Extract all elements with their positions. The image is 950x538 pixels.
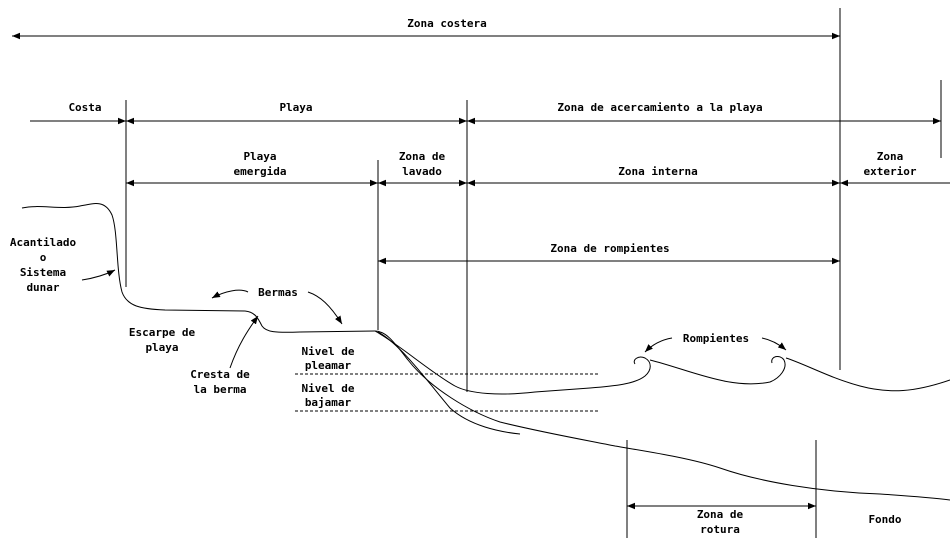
boundary-lines — [125, 8, 942, 538]
pointer-arrows — [81, 269, 787, 369]
label-zona-rotura-1: Zona de — [697, 508, 744, 521]
label-pleamar-1: Nivel de — [302, 345, 355, 358]
label-zona-exterior-2: exterior — [864, 165, 917, 178]
label-costa: Costa — [68, 101, 101, 114]
labels: Zona costera Costa Playa Zona de acercam… — [10, 17, 917, 536]
pointer-bermas-left — [211, 289, 249, 299]
inner-bottom-profile — [377, 331, 521, 435]
swash-profile — [374, 330, 651, 395]
label-zona-interna: Zona interna — [618, 165, 697, 178]
label-zona-rotura-2: rotura — [700, 523, 740, 536]
label-acantilado-1: Acantilado — [10, 236, 77, 249]
label-cresta-1: Cresta de — [190, 368, 250, 381]
label-bermas: Bermas — [258, 286, 298, 299]
label-bajamar-1: Nivel de — [302, 382, 355, 395]
dimension-arrows — [12, 32, 950, 510]
beach-profile — [21, 203, 950, 501]
label-playa-emergida-1: Playa — [243, 150, 276, 163]
wave-profile — [649, 355, 950, 392]
label-acantilado-4: dunar — [26, 281, 59, 294]
label-playa-emergida-2: emergida — [234, 165, 287, 178]
label-fondo: Fondo — [868, 513, 901, 526]
label-bajamar-2: bajamar — [305, 396, 352, 409]
pointer-bermas-right — [307, 291, 343, 325]
pointer-rompientes-right — [761, 337, 787, 351]
label-escarpe-2: playa — [145, 341, 178, 354]
label-zona-lavado-1: Zona de — [399, 150, 446, 163]
label-acantilado-2: o — [40, 251, 47, 264]
label-pleamar-2: pleamar — [305, 359, 352, 372]
label-rompientes: Rompientes — [683, 332, 749, 345]
label-zona-costera: Zona costera — [407, 17, 486, 30]
pointer-acantilado — [81, 269, 116, 281]
label-zona-lavado-2: lavado — [402, 165, 442, 178]
label-zona-rompientes: Zona de rompientes — [550, 242, 669, 255]
label-acantilado-3: Sistema — [20, 266, 66, 279]
label-cresta-2: la berma — [194, 383, 247, 396]
label-playa: Playa — [279, 101, 312, 114]
label-zona-exterior-1: Zona — [877, 150, 904, 163]
pointer-rompientes-left — [644, 337, 673, 353]
label-zona-acercamiento: Zona de acercamiento a la playa — [557, 101, 762, 114]
label-escarpe-1: Escarpe de — [129, 326, 196, 339]
pointer-cresta — [229, 315, 259, 369]
